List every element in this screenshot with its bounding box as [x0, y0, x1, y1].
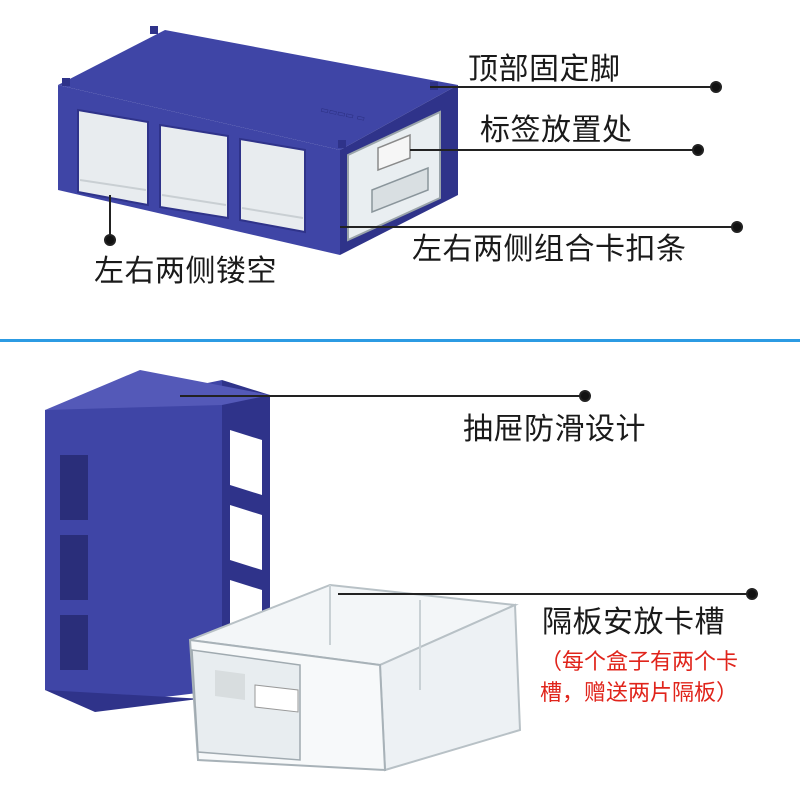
- callout-label-holder: 标签放置处: [480, 113, 633, 148]
- frame-base: [45, 690, 270, 712]
- bottom-leader-lines: [180, 390, 758, 600]
- drawer-label: [254, 684, 299, 713]
- bin-top-face: [58, 30, 458, 150]
- callout-anti-slip: 抽屉防滑设计: [463, 412, 646, 447]
- drawer-handle: [371, 166, 429, 214]
- label-holder: [377, 133, 411, 172]
- drawer-front-clear: [347, 110, 441, 242]
- closed-bin: ▭▭▭▭ ▭: [58, 26, 458, 255]
- top-leader-lines: [104, 81, 743, 246]
- side-cutout-window: [239, 137, 306, 234]
- callout-side-cutouts: 左右两侧镂空: [94, 254, 277, 289]
- frame-back-panel: [100, 380, 222, 705]
- clear-drawer: [188, 583, 522, 772]
- side-cutout-window: [77, 108, 149, 207]
- callout-top-feet: 顶部固定脚: [468, 52, 621, 87]
- section-divider: [0, 339, 800, 342]
- callout-divider-slot: 隔板安放卡槽: [542, 605, 725, 640]
- side-cutout-window: [159, 123, 229, 220]
- divider-note: （每个盒子有两个卡槽，赠送两片隔板）: [540, 650, 739, 706]
- callout-side-clip-strip: 左右两侧组合卡扣条: [412, 232, 687, 267]
